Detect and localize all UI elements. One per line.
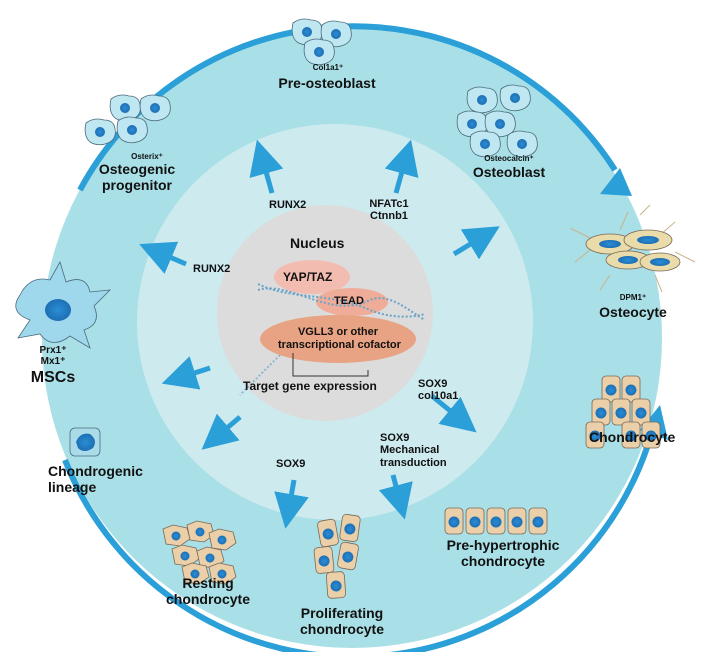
osteocyte-name: Osteocyte bbox=[599, 304, 667, 320]
arrow-pre-hypertrophic bbox=[378, 474, 413, 520]
arrow-osteocyte bbox=[452, 226, 500, 260]
factor-sox9-col10a1: SOX9 col10a1 bbox=[418, 378, 458, 403]
proliferating-line1: Proliferating bbox=[300, 605, 384, 621]
arrow-mscs bbox=[161, 356, 211, 390]
factor-sox9-mech: SOX9 bbox=[380, 432, 410, 444]
yap-taz-label: YAP/TAZ bbox=[283, 270, 333, 284]
yap-taz-blob bbox=[274, 260, 350, 294]
dna-strand-b bbox=[257, 287, 426, 321]
factor-sox9-bottom: SOX9 bbox=[276, 458, 306, 470]
boundary-arc-bottom bbox=[62, 419, 658, 652]
osteoblast-marker: Osteocalcin⁺ bbox=[484, 154, 534, 163]
resting-line2: chondrocyte bbox=[165, 590, 250, 607]
arrow-osteogenic-progenitor bbox=[139, 241, 187, 274]
factor-col10a1: col10a1 bbox=[418, 390, 459, 403]
factor-sox9-right: SOX9 bbox=[418, 378, 448, 390]
tead-label: TEAD bbox=[334, 295, 364, 307]
arrow-chondrogenic bbox=[201, 413, 242, 450]
osteocyte-marker: DPM1⁺ bbox=[619, 293, 647, 302]
tead-blob bbox=[316, 288, 388, 316]
pre-hypertrophic-name: Pre-hypertrophic chondrocyte bbox=[428, 537, 578, 569]
chondrogenic-line1: Chondrogenic bbox=[48, 463, 143, 479]
factor-sox9-mechanical: SOX9 Mechanical transduction bbox=[380, 432, 447, 469]
chondrogenic-cell bbox=[69, 427, 101, 457]
dna-tail bbox=[239, 354, 281, 396]
resting-line1: Resting bbox=[182, 575, 234, 591]
pre-hypertrophic-line2: chondrocyte bbox=[460, 552, 545, 569]
proliferating-line2: chondrocyte bbox=[299, 620, 384, 637]
target-gene-label: Target gene expression bbox=[243, 379, 377, 393]
msc-cell bbox=[15, 260, 112, 349]
mscs-marker1: Prx1⁺ bbox=[39, 345, 67, 356]
expression-bracket bbox=[292, 353, 369, 377]
arrow-chondrocyte bbox=[430, 394, 477, 433]
chondrogenic-name: Chondrogenic lineage bbox=[48, 463, 143, 495]
boundary-arrowhead-top bbox=[600, 168, 632, 196]
nucleus-title: Nucleus bbox=[290, 235, 345, 251]
factor-nfatc1: NFATc1 bbox=[369, 198, 409, 210]
chondrogenic-line2: lineage bbox=[48, 478, 97, 495]
pre-osteoblast-name: Pre-osteoblast bbox=[278, 75, 376, 91]
factor-nfatc1-ctnnb1: NFATc1 Ctnnb1 bbox=[361, 198, 417, 223]
cofactor-line1: VGLL3 or other bbox=[297, 326, 379, 338]
factor-mech-line2: transduction bbox=[380, 456, 447, 469]
mscs-markers: Prx1⁺ Mx1⁺ bbox=[28, 345, 78, 367]
osteoblast-name: Osteoblast bbox=[472, 164, 546, 180]
factor-runx2-top: RUNX2 bbox=[269, 199, 307, 211]
dna-strand-a bbox=[257, 283, 426, 318]
cofactor-line2: transcriptional cofactor bbox=[278, 338, 401, 351]
osteogenic-progenitor-marker: Osterix⁺ bbox=[131, 152, 163, 161]
cofactor-label: VGLL3 or other transcriptional cofactor bbox=[278, 326, 401, 351]
pre-osteoblast-marker: Col1a1⁺ bbox=[312, 63, 344, 72]
cofactor-blob bbox=[260, 315, 416, 363]
resting-name: Resting chondrocyte bbox=[148, 575, 268, 607]
nucleus-circle bbox=[217, 205, 433, 421]
pre-hypertrophic-cells bbox=[444, 507, 548, 535]
mscs-name: MSCs bbox=[30, 369, 76, 386]
arrow-osteoblast bbox=[384, 139, 419, 194]
osteocyte-cells bbox=[569, 204, 696, 293]
chondrocyte-name: Chondrocyte bbox=[589, 429, 676, 445]
proliferating-name: Proliferating chondrocyte bbox=[282, 605, 402, 637]
osteogenic-progenitor-line2: progenitor bbox=[102, 176, 172, 193]
osteogenic-progenitor-line1: Osteogenic bbox=[98, 161, 176, 177]
pre-hypertrophic-line1: Pre-hypertrophic bbox=[446, 537, 560, 553]
mscs-marker2: Mx1⁺ bbox=[40, 356, 66, 368]
factor-runx2-left: RUNX2 bbox=[193, 263, 231, 275]
arrow-resting bbox=[274, 479, 309, 529]
factor-mech-line1: Mechanical bbox=[380, 444, 440, 457]
factor-ctnnb1: Ctnnb1 bbox=[370, 210, 408, 223]
osteogenic-progenitor-name: Osteogenic progenitor bbox=[82, 161, 192, 193]
arrow-pre-osteoblast bbox=[249, 139, 284, 194]
